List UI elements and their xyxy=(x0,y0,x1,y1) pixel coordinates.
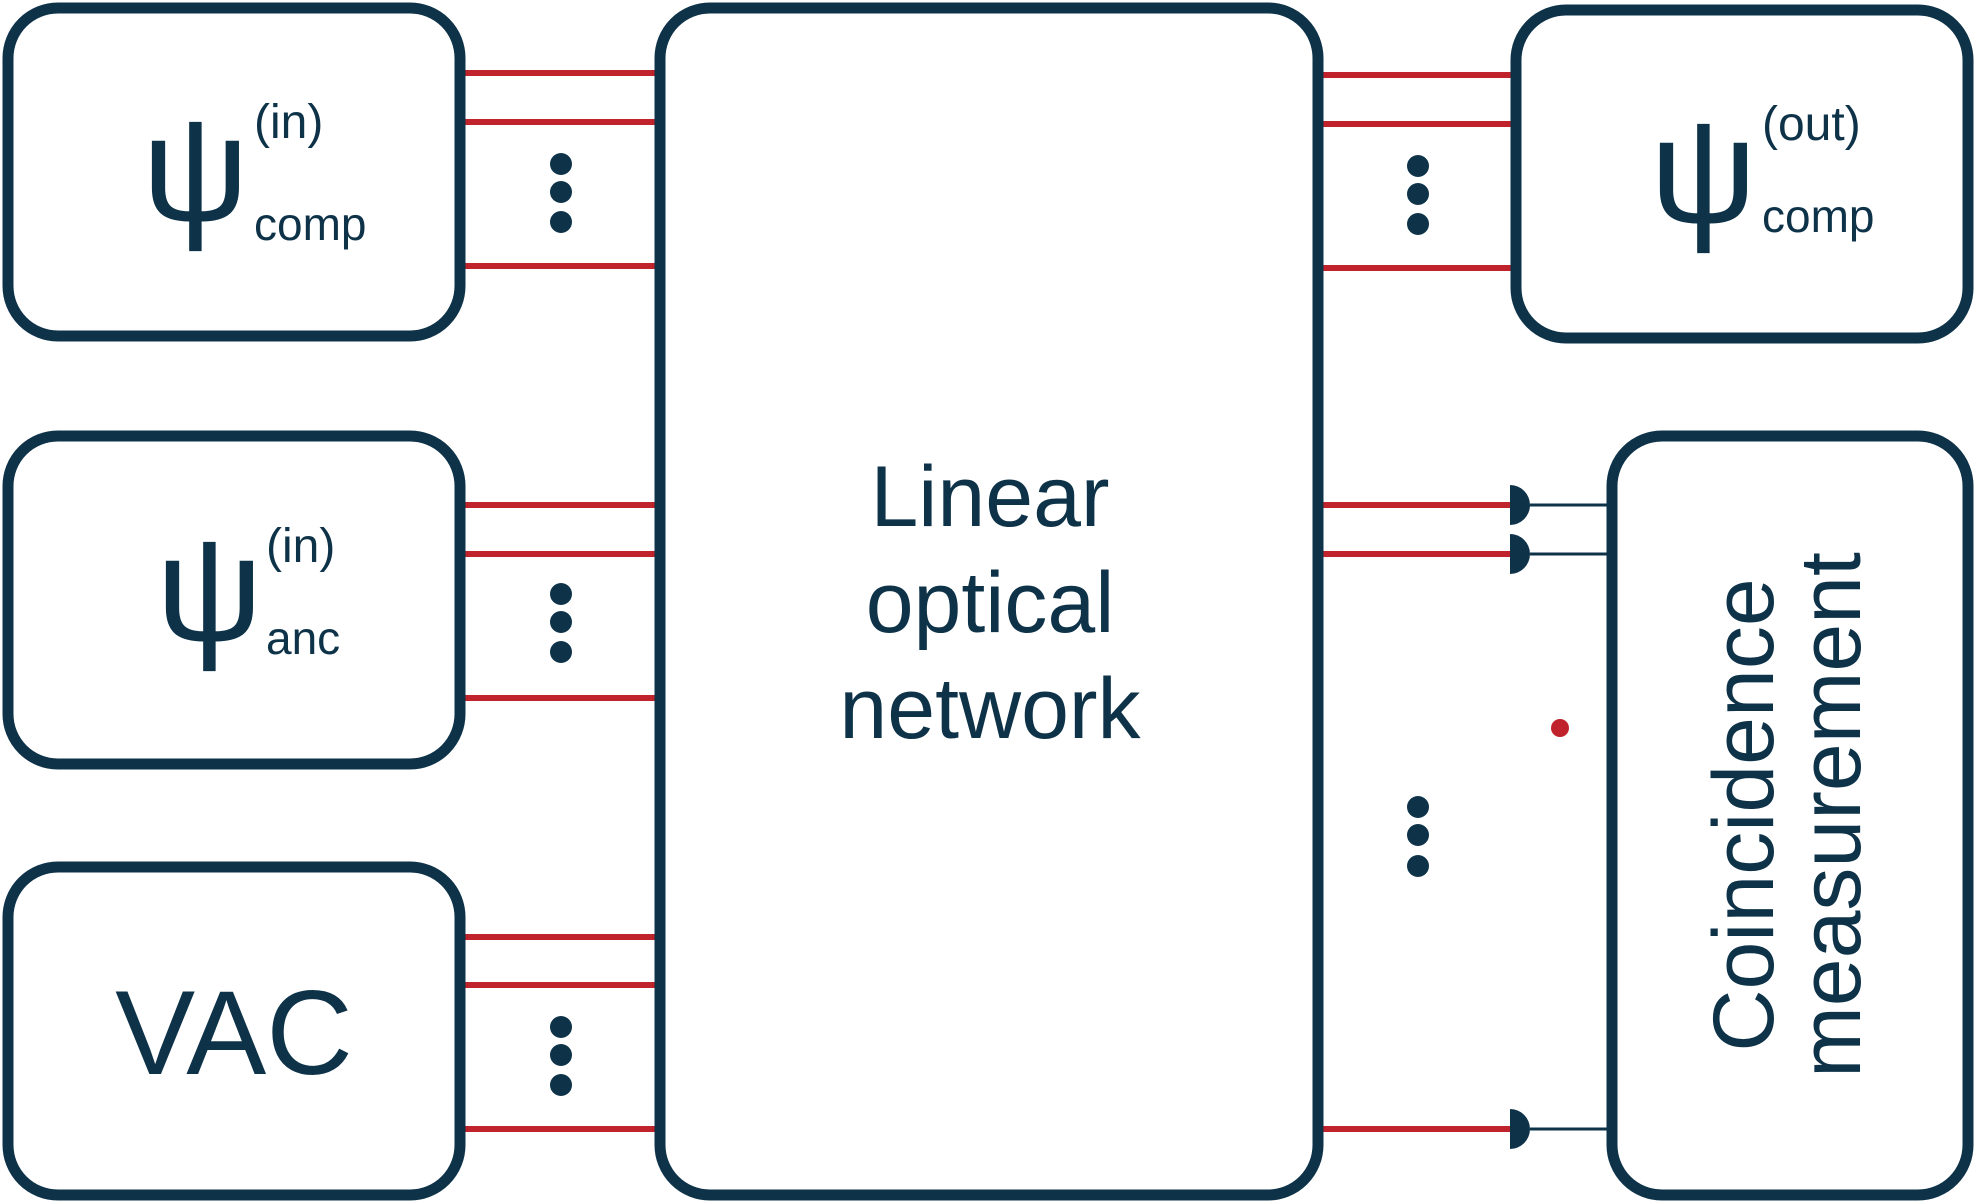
subscript-anc: anc xyxy=(266,612,340,664)
vertical-ellipsis-icon xyxy=(550,583,572,663)
vertical-ellipsis-icon xyxy=(1407,155,1429,235)
superscript-in: (in) xyxy=(266,520,335,573)
psi-symbol: ψ xyxy=(1650,86,1757,254)
box-comp-out xyxy=(1510,4,1974,344)
psi-symbol: ψ xyxy=(142,84,249,252)
box-vac xyxy=(2,861,466,1201)
mode-lines-vac xyxy=(460,934,660,1132)
superscript-in: (in) xyxy=(254,96,323,149)
vertical-ellipsis-icon xyxy=(1407,796,1429,877)
mode-lines-comp-out xyxy=(1318,72,1516,271)
vertical-ellipsis-icon xyxy=(550,1016,572,1096)
box-comp-in xyxy=(2,2,466,342)
mode-lines-comp-in xyxy=(460,70,660,269)
box-linear-optical-network xyxy=(654,2,1324,1201)
coincidence-label-line2: measurement xyxy=(1783,552,1879,1078)
subscript-comp: comp xyxy=(254,198,366,250)
network-label-line3: network xyxy=(839,661,1141,757)
psi-symbol: ψ xyxy=(156,504,263,672)
coincidence-label-line1: Coincidence xyxy=(1696,578,1792,1051)
network-label-line2: optical xyxy=(866,555,1115,651)
network-label-line1: Linear xyxy=(870,449,1109,545)
detector-icon xyxy=(1510,534,1610,574)
box-coincidence-measurement xyxy=(1606,430,1974,1201)
ellipses xyxy=(550,153,1429,1096)
box-anc-in xyxy=(2,430,466,770)
detectors xyxy=(1510,485,1610,1149)
vac-label: VAC xyxy=(115,966,353,1100)
vertical-ellipsis-icon xyxy=(550,153,572,233)
detector-icon xyxy=(1510,485,1610,525)
mode-lines-anc-in xyxy=(460,502,660,701)
subscript-comp: comp xyxy=(1762,190,1874,242)
detector-icon xyxy=(1510,1109,1610,1149)
red-dot-marker xyxy=(1551,719,1569,737)
mode-lines-ancilla-out xyxy=(1318,502,1512,1132)
superscript-out: (out) xyxy=(1762,98,1861,151)
